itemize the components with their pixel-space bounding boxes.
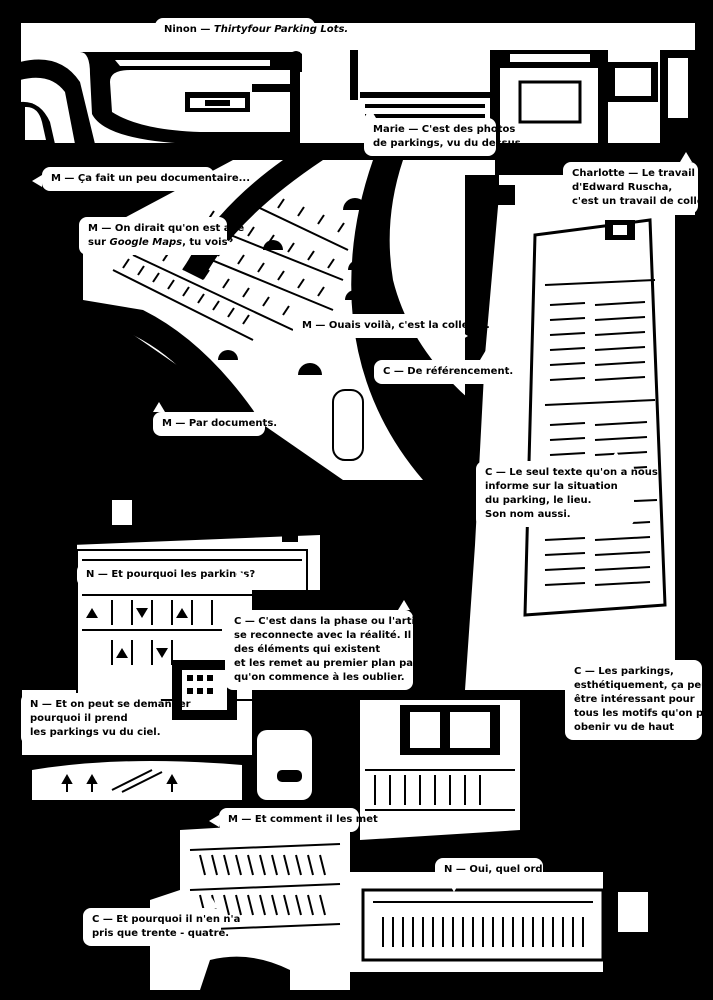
bubble-tail [206, 898, 218, 908]
speech-bubble-trente-quatre: C — Et pourquoi il n'en n'a pris que tre… [83, 908, 240, 946]
panel-bottom-left-lot [150, 810, 350, 990]
bubble-tail [398, 600, 410, 610]
bubble-tail [32, 175, 42, 187]
bubble-tail [227, 240, 237, 252]
speech-bubble-vu-du-ciel: N — Et on peut se demander pourquoi il p… [21, 693, 191, 745]
panel-tall-lot [465, 175, 695, 690]
bubble-tail [237, 570, 247, 582]
speech-bubble-referencement: C — De référencement. [374, 360, 513, 384]
bubble-tail [153, 402, 165, 412]
speech-bubble-seul-texte: C — Le seul texte qu'on a nous informe s… [476, 461, 658, 527]
bubble-tail [170, 42, 182, 52]
bubble-tail [480, 350, 492, 360]
speech-bubble-marie-photos: Marie — C'est des photos de parkings, vu… [364, 118, 524, 156]
bubble-tail [209, 815, 219, 827]
bubble-tail [555, 670, 565, 682]
bubble-tail [610, 451, 622, 461]
speech-bubble-comment-met: M — Et comment il les met [219, 808, 378, 832]
panel-long-lot [343, 872, 668, 972]
speech-bubble-esthetiquement: C — Les parkings, esthétiquement, ça peu… [565, 660, 713, 740]
bubble-tail [448, 882, 460, 892]
speech-bubble-documents: M — Par documents. [153, 412, 277, 436]
speech-bubble-google-maps: M — On dirait qu'on est allé sur Google … [79, 217, 244, 255]
speech-bubble-pourquoi-parkings: N — Et pourquoi les parkings? [77, 563, 255, 587]
speech-bubble-quel-ordre: N — Oui, quel ordre? [435, 858, 560, 882]
bubble-tail [680, 152, 692, 162]
panel-parking-strip [20, 22, 696, 144]
speech-bubble-ninon-title: Ninon — Thirtyfour Parking Lots. [155, 18, 348, 42]
speech-bubble-phase-artiste: C — C'est dans la phase ou l'artiste se … [225, 610, 459, 690]
speech-bubble-collecte: M — Ouais voilà, c'est la collecte. [293, 314, 490, 338]
bubble-tail [364, 108, 376, 118]
bubble-tail [458, 330, 468, 342]
speech-bubble-documentaire: M — Ça fait un peu documentaire... [42, 167, 250, 191]
panel-block-lot [360, 700, 575, 840]
speech-bubble-charlotte-ruscha: Charlotte — Le travail d'Edward Ruscha, … [563, 162, 713, 214]
bubble-tail [35, 744, 47, 754]
